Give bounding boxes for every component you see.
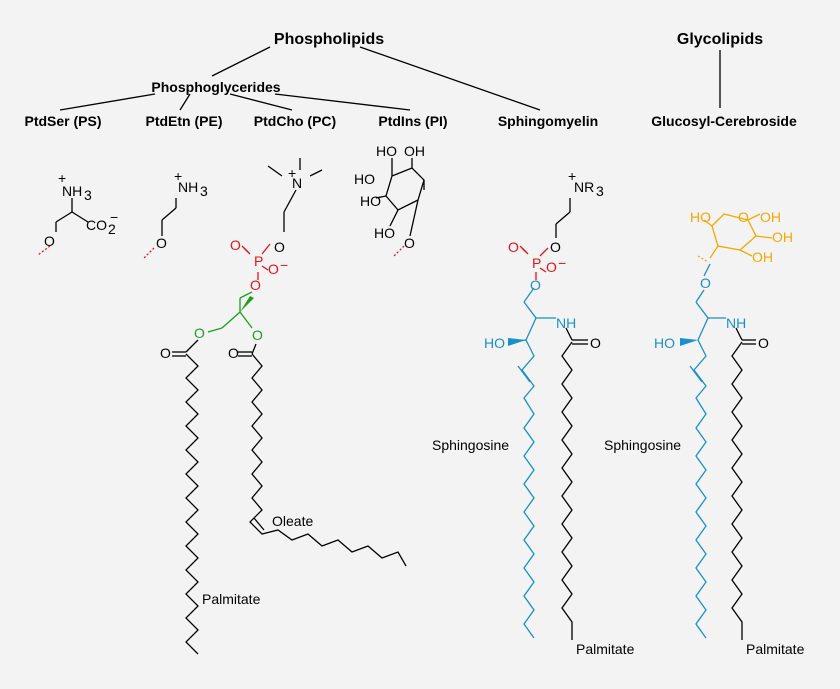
atom-o: O (228, 345, 239, 361)
ptdins-title: PtdIns (PI) (378, 113, 447, 129)
atom-o: O (252, 327, 263, 343)
atom-o: O (268, 261, 279, 277)
atom-o: O (550, 239, 561, 255)
atom-charge: − (110, 209, 118, 225)
atom-o: O (44, 233, 55, 249)
inositol-headgroup: HO OH HO HO HO O (354, 143, 425, 257)
serine-headgroup: NH 3 + CO 2 − O (37, 170, 118, 256)
oleate-chain (249, 353, 407, 567)
atom-o: O (508, 239, 519, 255)
atom-o: O (404, 235, 415, 251)
atom-charge: + (288, 165, 296, 181)
atom-charge: + (568, 168, 576, 184)
atom-p: P (532, 255, 541, 271)
atom-subscript: 3 (200, 183, 208, 199)
atom-charge: + (174, 168, 182, 184)
atom-o: O (590, 335, 601, 351)
ptdcho-title: PtdCho (PC) (254, 113, 336, 129)
atom-ho: HO (360, 193, 381, 209)
glucosyl-cerebroside-structure: HO O OH OH OH O NH HO Sphingosine O Palm… (604, 209, 805, 657)
palmitate-chain-2 (561, 341, 573, 640)
sphingosine-chain-1 (521, 339, 535, 639)
atom-ho: HO (484, 335, 505, 351)
atom-oh: OH (752, 249, 773, 265)
glucosyl-cerebroside-title: Glucosyl-Cerebroside (651, 113, 797, 129)
atom-charge: − (558, 255, 566, 271)
ethanolamine-headgroup: NH 3 + O (143, 168, 208, 259)
sphingosine-chain-2 (693, 339, 707, 639)
phospholipids-title: Phospholipids (274, 31, 384, 48)
atom-o: O (546, 259, 557, 275)
atom-n: N (292, 175, 302, 191)
atom-ho: HO (354, 171, 375, 187)
atom-ho: HO (376, 143, 397, 159)
atom-subscript: 3 (84, 187, 92, 203)
atom-o: O (274, 239, 285, 255)
atom-o: O (194, 325, 205, 341)
atom-oh: OH (772, 229, 793, 245)
atom-ho: HO (690, 209, 711, 225)
atom-subscript: 3 (596, 183, 604, 199)
palmitate-chain-1 (185, 353, 199, 655)
sphingosine-label: Sphingosine (432, 437, 509, 453)
palmitate-label: Palmitate (202, 591, 261, 607)
sphingosine-label: Sphingosine (604, 437, 681, 453)
ptdetn-title: PtdEtn (PE) (146, 113, 223, 129)
atom-nh3: NH (178, 179, 198, 195)
phosphatidylcholine: N + O O P O − O O O (160, 158, 407, 655)
atom-co2: CO (86, 217, 107, 233)
atom-nr3: NR (574, 179, 594, 195)
atom-ho: HO (374, 225, 395, 241)
sphingomyelin-title: Sphingomyelin (498, 113, 598, 129)
atom-o: O (250, 277, 261, 293)
palmitate-label: Palmitate (576, 641, 635, 657)
palmitate-label: Palmitate (746, 641, 805, 657)
atom-o: O (700, 275, 711, 291)
phosphoglycerides-title: Phosphoglycerides (151, 79, 280, 95)
sphingomyelin-structure: NR 3 + O O P O − O NH HO Sphingosine (432, 168, 635, 657)
atom-charge: − (280, 257, 288, 273)
atom-o: O (530, 277, 541, 293)
glycolipids-title: Glycolipids (677, 31, 763, 48)
atom-o: O (230, 237, 241, 253)
atom-oh: OH (760, 209, 781, 225)
atom-o: O (758, 335, 769, 351)
glycerol-wedge (240, 296, 254, 312)
atom-subscript: 2 (108, 221, 116, 237)
atom-nh: NH (726, 315, 746, 331)
atom-oh: OH (404, 143, 425, 159)
oleate-label: Oleate (272, 513, 313, 529)
atom-p: P (254, 253, 263, 269)
atom-o: O (738, 209, 749, 225)
atom-nh3: NH (62, 183, 82, 199)
hydroxyl-wedge (680, 338, 698, 346)
atom-o: O (160, 345, 171, 361)
atom-nh: NH (556, 315, 576, 331)
classification-tree (59, 46, 721, 111)
atom-charge: + (58, 170, 66, 186)
atom-ho: HO (654, 335, 675, 351)
palmitate-chain-3 (731, 341, 743, 640)
ptdser-title: PtdSer (PS) (24, 113, 101, 129)
hydroxyl-wedge (508, 338, 526, 346)
atom-o: O (156, 235, 167, 251)
